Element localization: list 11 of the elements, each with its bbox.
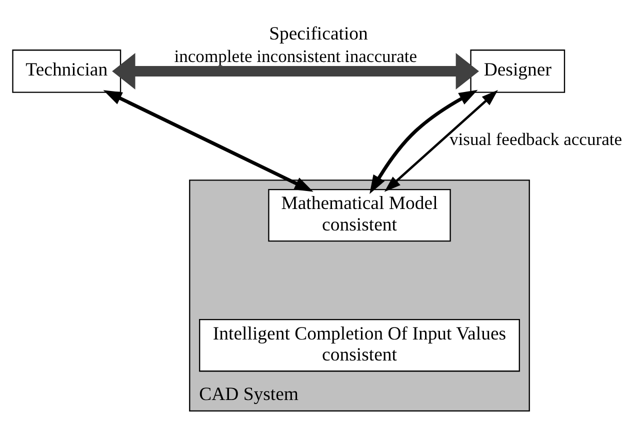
node-box: Intelligent Completion Of Input Values consistent (199, 318, 520, 372)
edge-label: incomplete inconsistent inaccurate (174, 46, 418, 66)
edge-label: visual feedback accurate (450, 129, 622, 150)
diagram-title: Specification (269, 23, 368, 44)
arrow (112, 52, 479, 90)
node-box: Technician (12, 50, 122, 93)
arrow (384, 90, 498, 192)
node-box: Mathematical Model consistent (268, 188, 451, 242)
arrow (370, 90, 478, 194)
node-box: Designer (470, 50, 566, 93)
arrow (103, 90, 314, 192)
